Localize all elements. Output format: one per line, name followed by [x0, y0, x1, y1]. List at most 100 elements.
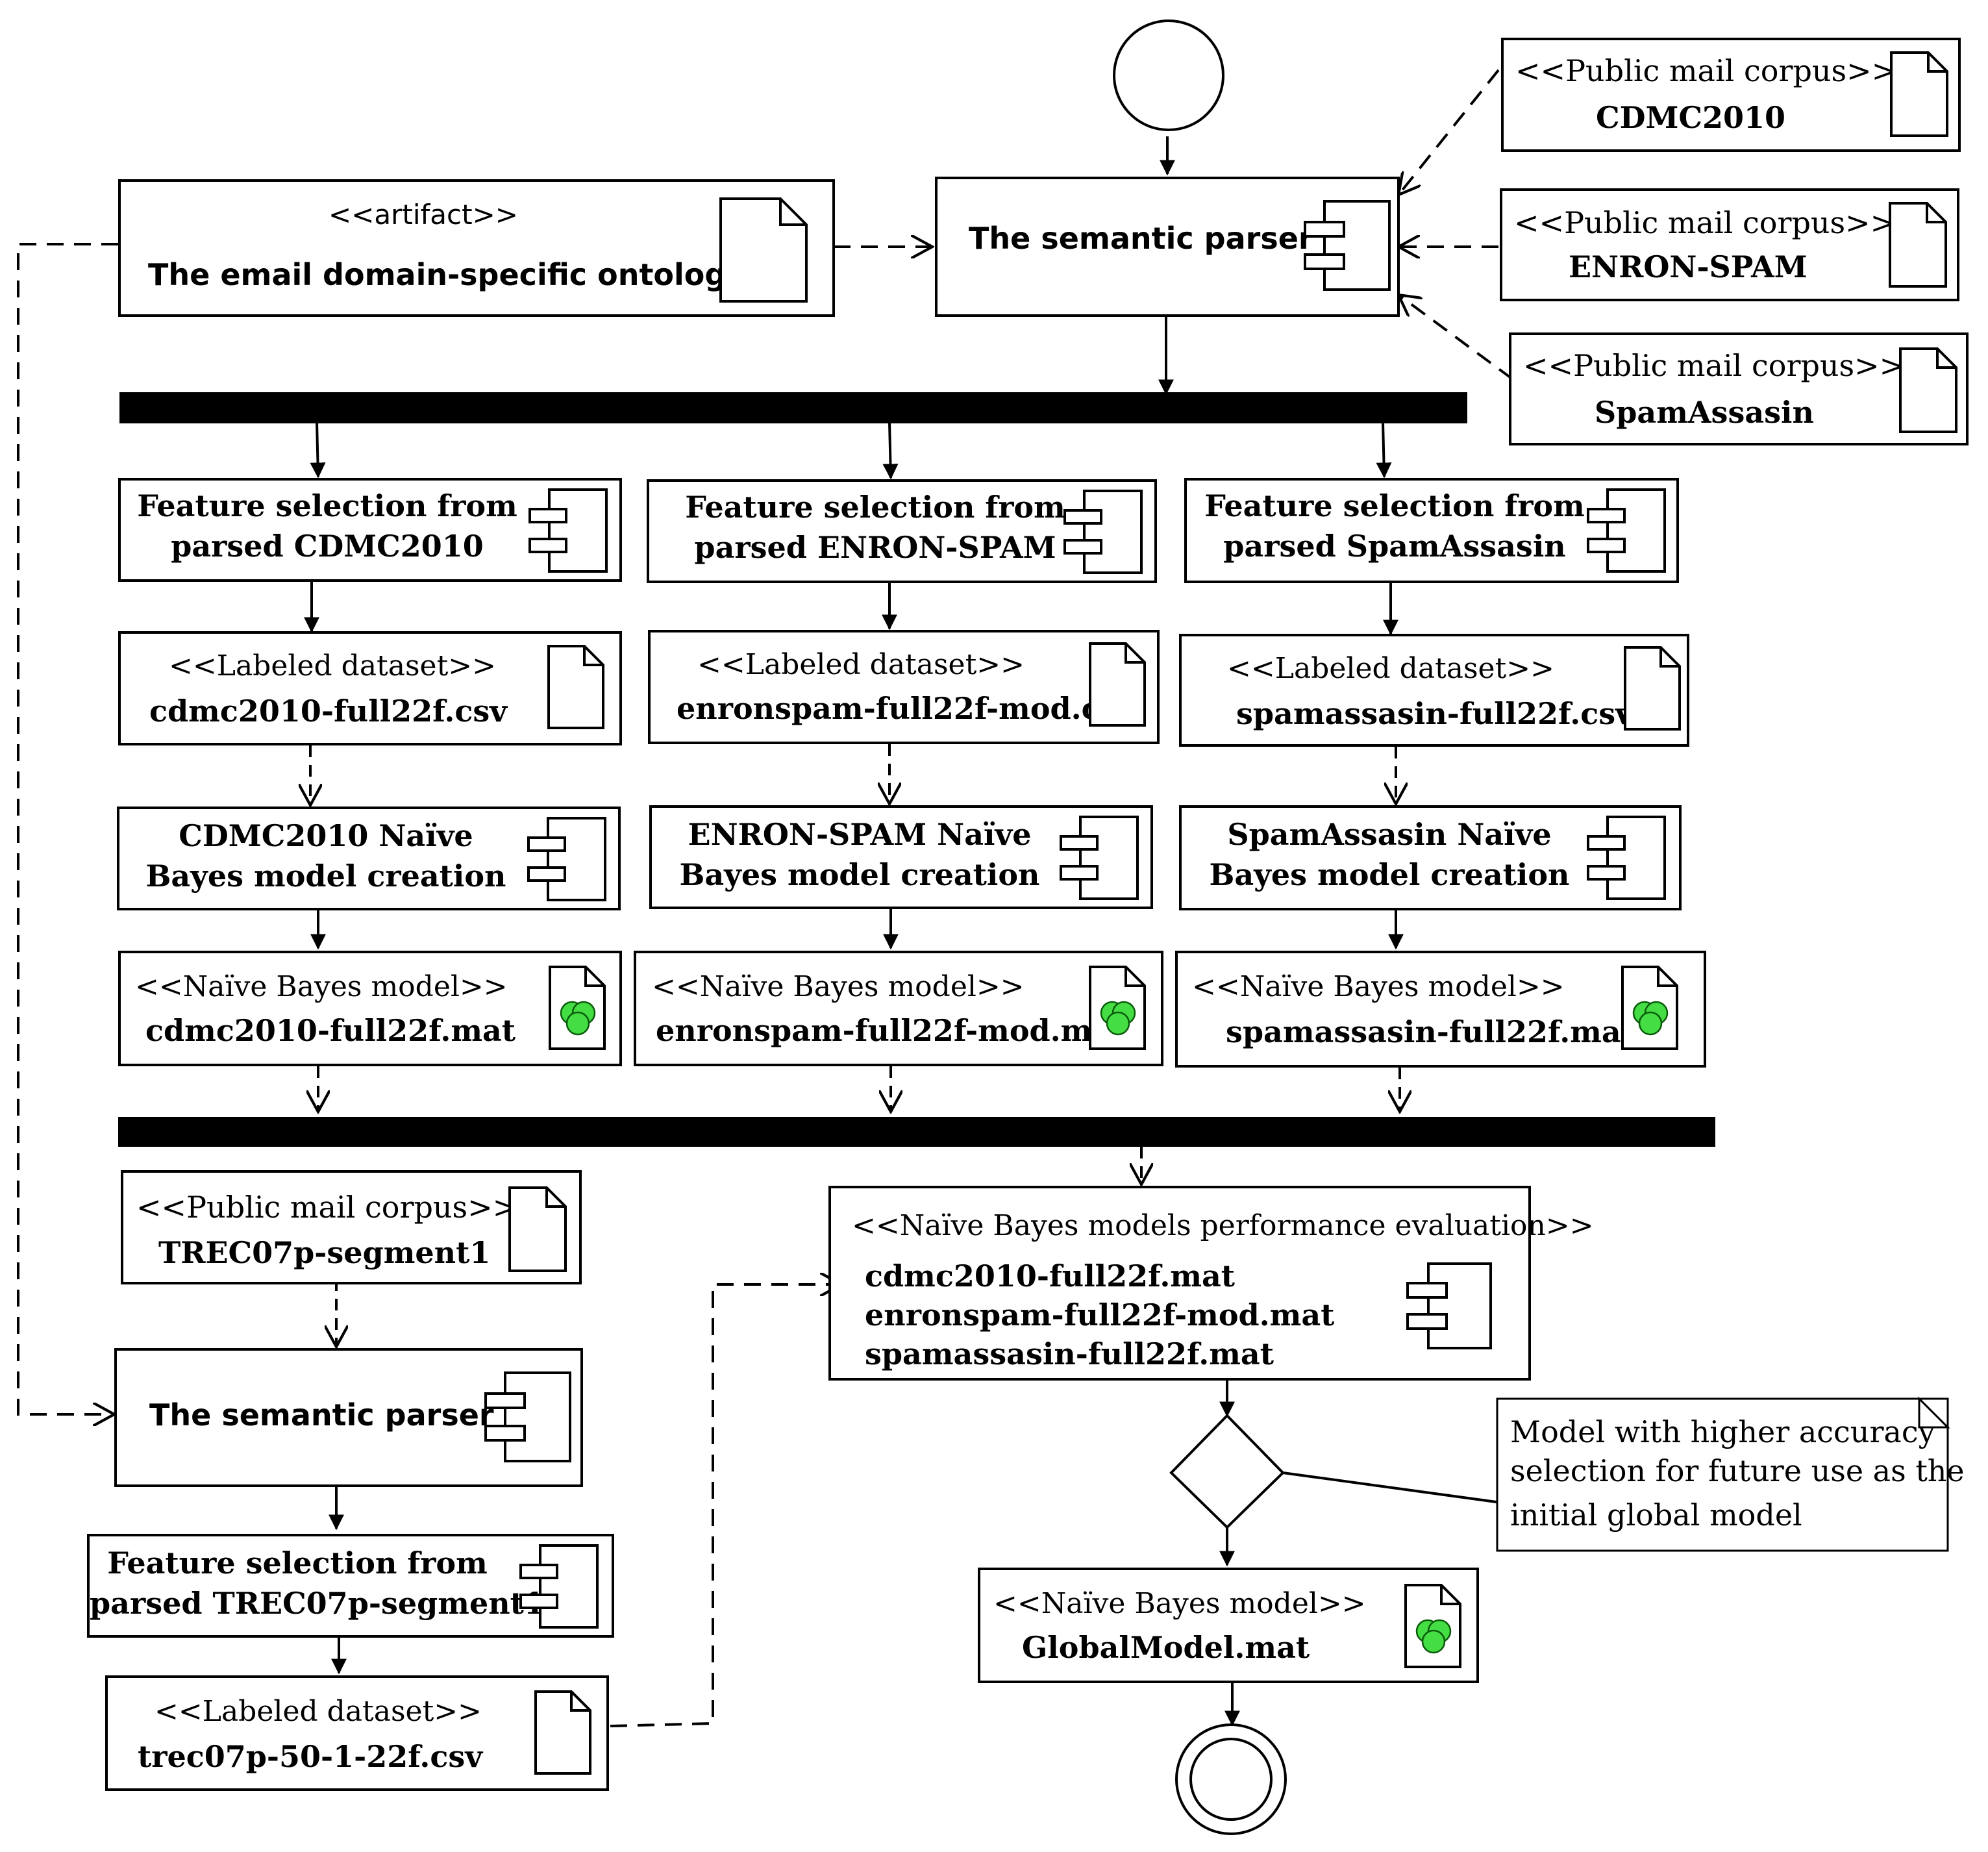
document-icon	[1899, 347, 1957, 433]
ontology-artifact: <<artifact>> The email domain-specific o…	[118, 179, 835, 317]
component-icon	[1587, 488, 1666, 573]
model-creation-cdmc2010: CDMC2010 Naïve Bayes model creation	[117, 807, 621, 910]
model-name: GlobalModel.mat	[1022, 1630, 1310, 1665]
model-stereotype: <<Naïve Bayes model>>	[1192, 970, 1565, 1003]
component-icon	[1060, 816, 1139, 900]
corpus-stereotype: <<Public mail corpus>>	[1523, 348, 1905, 383]
note-line-2: selection for future use as the	[1510, 1453, 1965, 1488]
document-icon	[534, 1690, 591, 1775]
global-model: <<Naïve Bayes model>> GlobalModel.mat	[978, 1568, 1479, 1683]
corpus-spamassasin: <<Public mail corpus>> SpamAssasin	[1509, 332, 1969, 445]
parser-top-name: The semantic parser	[969, 221, 1313, 256]
dataset-stereotype: <<Labeled dataset>>	[169, 649, 497, 682]
dataset-name: spamassasin-full22f.csv	[1236, 696, 1633, 731]
note-line-3: initial global model	[1510, 1497, 1802, 1533]
feature-line-1: Feature selection from	[107, 1545, 488, 1581]
end-node-inner	[1189, 1738, 1273, 1821]
edge-cdmc-parser	[1398, 69, 1500, 195]
component-icon	[519, 1544, 599, 1629]
edge-fork-col1	[310, 421, 326, 479]
bayes-model-icon	[1404, 1584, 1461, 1668]
dataset-stereotype: <<Labeled dataset>>	[697, 648, 1025, 681]
dataset-enron-spam: <<Labeled dataset>> enronspam-full22f-mo…	[648, 630, 1160, 744]
feature-line-1: Feature selection from	[685, 490, 1065, 525]
note-fold	[1918, 1396, 1950, 1429]
corpus-name: SpamAssasin	[1595, 395, 1814, 430]
component-icon	[484, 1371, 571, 1462]
document-icon	[547, 645, 604, 729]
model-stereotype: <<Naïve Bayes model>>	[135, 970, 508, 1003]
feature-line-2: parsed SpamAssasin	[1223, 529, 1566, 564]
document-icon	[719, 197, 808, 303]
edge-decision-note	[1282, 1471, 1502, 1504]
corpus-stereotype: <<Public mail corpus>>	[136, 1190, 518, 1225]
model-stereotype: <<Naïve Bayes model>>	[993, 1587, 1366, 1620]
note-line-1: Model with higher accuracy	[1510, 1414, 1935, 1449]
feature-selection-cdmc2010: Feature selection from parsed CDMC2010	[118, 478, 622, 582]
edge-trec-dataset-evaluation	[610, 1284, 841, 1727]
ontology-stereotype: <<artifact>>	[329, 199, 518, 231]
feature-selection-spamassasin: Feature selection from parsed SpamAssasi…	[1184, 478, 1679, 583]
corpus-stereotype: <<Public mail corpus>>	[1515, 53, 1897, 88]
nb-model-enron-spam: <<Naïve Bayes model>> enronspam-full22f-…	[634, 951, 1163, 1066]
document-icon	[1889, 202, 1947, 288]
ontology-name: The email domain-specific ontology	[148, 257, 746, 292]
dataset-stereotype: <<Labeled dataset>>	[1227, 652, 1555, 685]
fork-bar	[119, 392, 1467, 423]
feature-line-1: Feature selection from	[137, 488, 517, 523]
component-icon	[1304, 200, 1391, 291]
nb-model-spamassasin: <<Naïve Bayes model>> spamassasin-full22…	[1175, 951, 1706, 1068]
creation-line-2: Bayes model creation	[145, 858, 506, 894]
semantic-parser-bottom: The semantic parser	[114, 1348, 583, 1487]
edge-ontology-parser-bottom	[17, 243, 118, 1414]
model-creation-enron-spam: ENRON-SPAM Naïve Bayes model creation	[649, 805, 1153, 909]
evaluation-stereotype: <<Naïve Bayes models performance evaluat…	[852, 1209, 1594, 1242]
semantic-parser-top: The semantic parser	[935, 177, 1400, 317]
corpus-cdmc2010: <<Public mail corpus>> CDMC2010	[1501, 38, 1961, 152]
dataset-stereotype: <<Labeled dataset>>	[155, 1695, 482, 1728]
dataset-cdmc2010: <<Labeled dataset>> cdmc2010-full22f.csv	[118, 631, 622, 745]
join-bar	[118, 1117, 1715, 1147]
corpus-trec07p: <<Public mail corpus>> TREC07p-segment1	[121, 1170, 582, 1284]
model-name: enronspam-full22f-mod.mat	[656, 1013, 1126, 1048]
component-icon	[1063, 490, 1143, 574]
edge-fork-col2	[882, 421, 899, 480]
creation-line-2: Bayes model creation	[1209, 857, 1570, 892]
feature-line-1: Feature selection from	[1204, 488, 1585, 523]
feature-line-2: parsed CDMC2010	[171, 529, 484, 564]
nb-model-cdmc2010: <<Naïve Bayes model>> cdmc2010-full22f.m…	[118, 951, 622, 1066]
decision-node	[1169, 1414, 1285, 1529]
evaluation-model-2: enronspam-full22f-mod.mat	[865, 1297, 1335, 1333]
document-icon	[1890, 51, 1948, 137]
document-icon	[1089, 642, 1146, 727]
component-icon	[1406, 1262, 1492, 1349]
dataset-trec07p: <<Labeled dataset>> trec07p-50-1-22f.csv	[105, 1675, 609, 1791]
corpus-enron-spam: <<Public mail corpus>> ENRON-SPAM	[1500, 188, 1959, 301]
corpus-stereotype: <<Public mail corpus>>	[1514, 205, 1896, 240]
corpus-name: CDMC2010	[1596, 100, 1786, 135]
parser-bottom-name: The semantic parser	[149, 1397, 494, 1433]
model-creation-spamassasin: SpamAssasin Naïve Bayes model creation	[1179, 805, 1682, 910]
document-icon	[1624, 646, 1681, 731]
feature-line-2: parsed TREC07p-segment1	[90, 1586, 545, 1621]
creation-line-1: ENRON-SPAM Naïve	[688, 817, 1032, 852]
dataset-name: enronspam-full22f-mod.csv	[677, 691, 1134, 726]
creation-line-1: CDMC2010 Naïve	[179, 818, 473, 853]
edge-spam-parser	[1398, 295, 1514, 381]
creation-line-1: SpamAssasin Naïve	[1227, 817, 1552, 852]
model-name: spamassasin-full22f.mat	[1226, 1014, 1635, 1049]
bayes-model-icon	[1621, 966, 1678, 1050]
dataset-name: cdmc2010-full22f.csv	[149, 694, 507, 729]
note-shape	[1496, 1397, 1949, 1552]
corpus-name: TREC07p-segment1	[158, 1235, 491, 1270]
feature-selection-enron-spam: Feature selection from parsed ENRON-SPAM	[647, 479, 1157, 583]
edge-fork-col3	[1376, 421, 1392, 479]
evaluation-model-3: spamassasin-full22f.mat	[865, 1336, 1274, 1371]
performance-evaluation: <<Naïve Bayes models performance evaluat…	[828, 1186, 1594, 1381]
dataset-name: trec07p-50-1-22f.csv	[138, 1739, 483, 1774]
evaluation-model-1: cdmc2010-full22f.mat	[865, 1258, 1236, 1294]
model-name: cdmc2010-full22f.mat	[145, 1013, 516, 1048]
bayes-model-icon	[549, 966, 606, 1050]
